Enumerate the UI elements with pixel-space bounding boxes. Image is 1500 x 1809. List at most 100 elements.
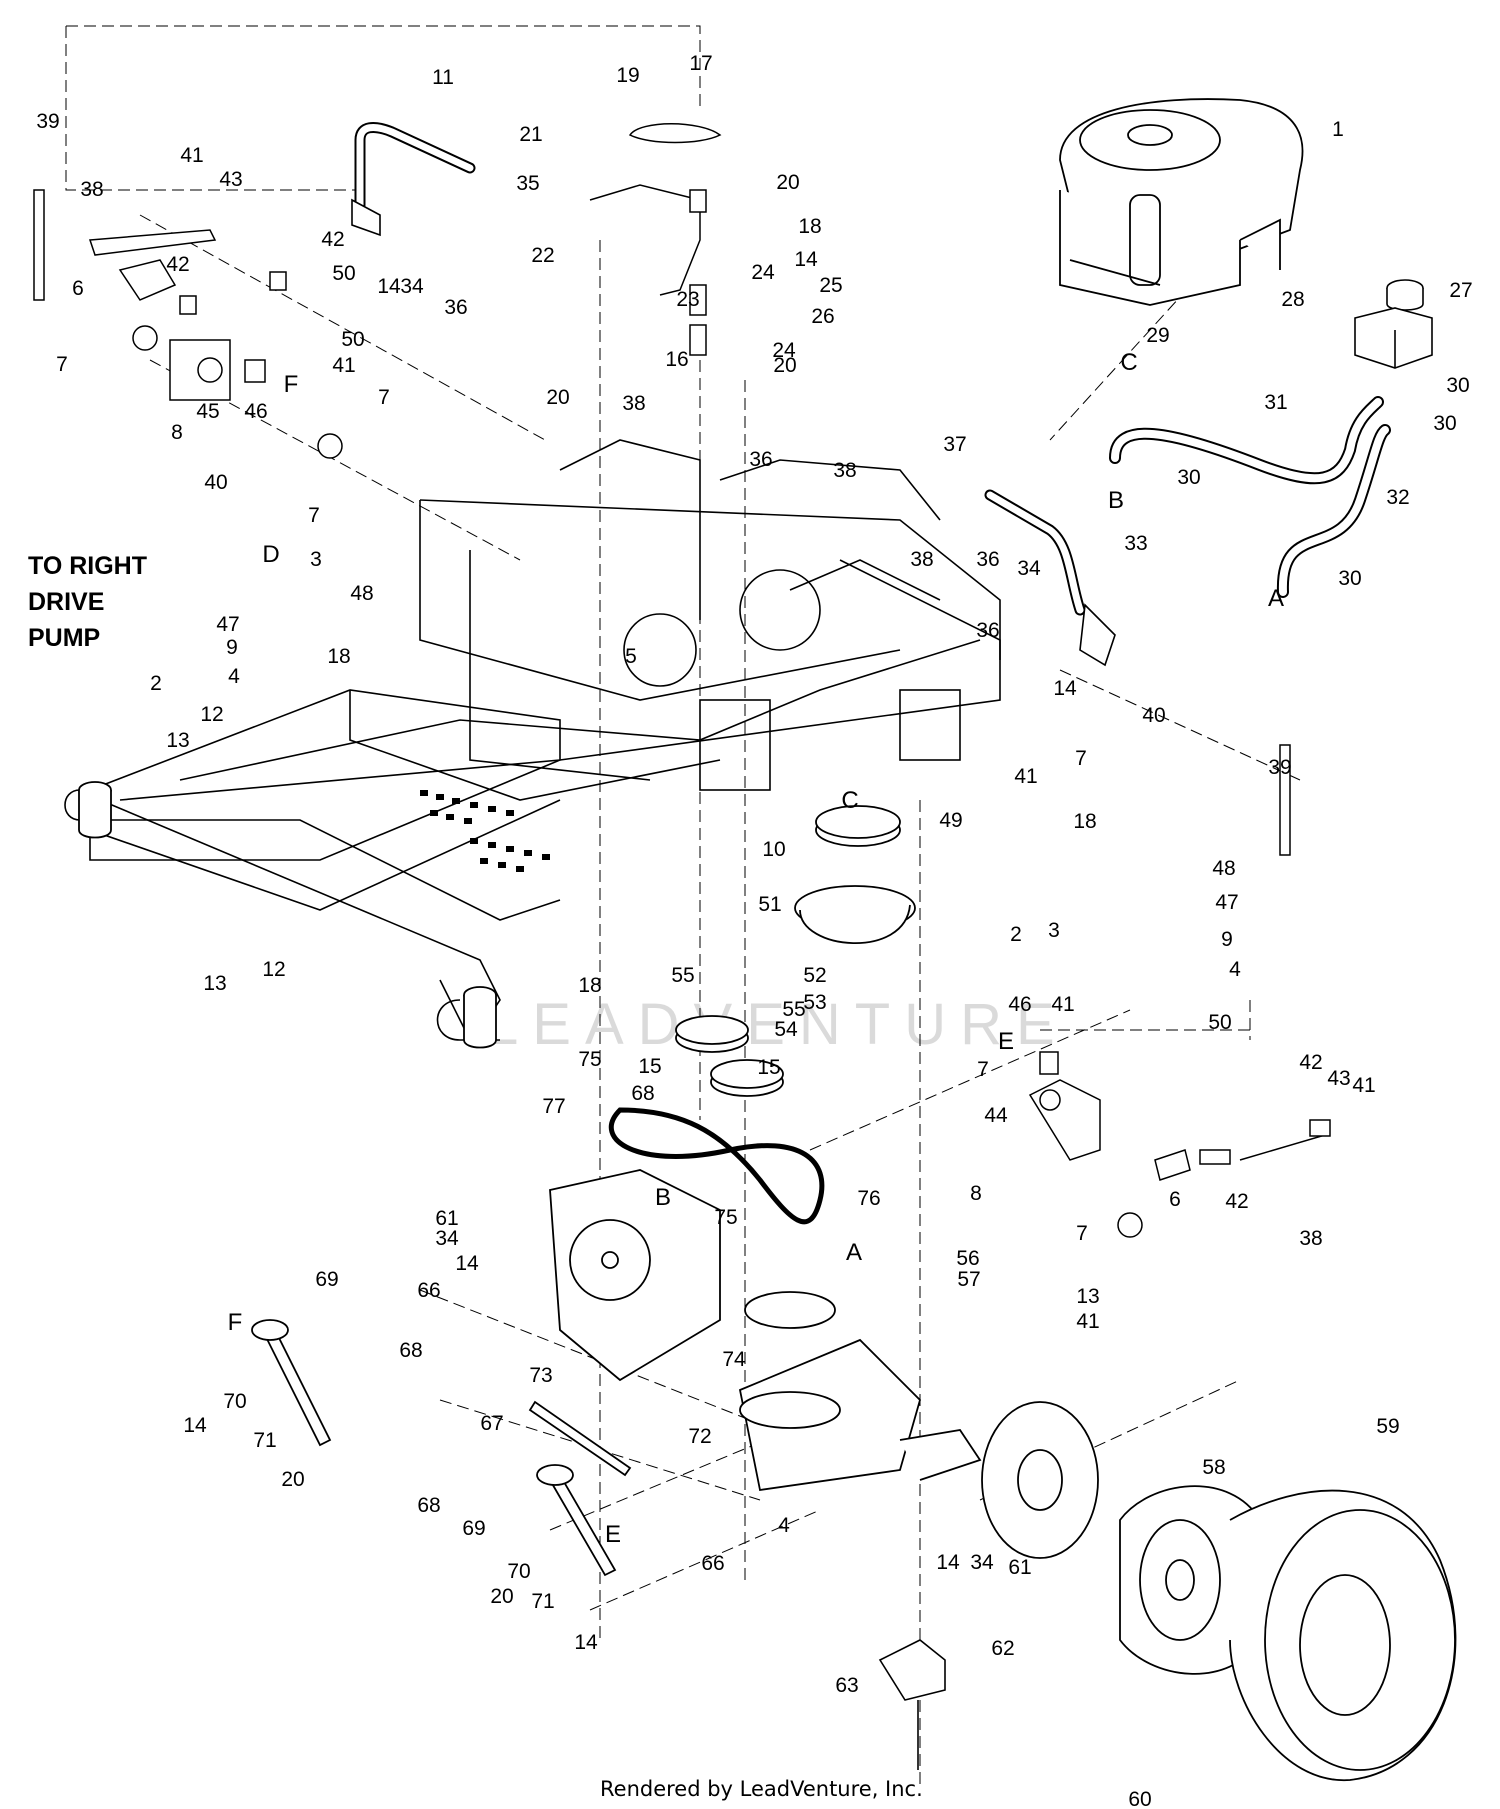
callout-39: 39 — [1268, 756, 1291, 779]
callout-73: 73 — [529, 1364, 552, 1387]
callout-70: 70 — [507, 1560, 530, 1583]
mount-bracket — [878, 1639, 946, 1770]
callout-34: 34 — [400, 275, 424, 298]
callout-12: 12 — [262, 958, 285, 981]
callout-14: 14 — [794, 248, 818, 271]
callout-41: 41 — [1352, 1074, 1375, 1097]
callout-48: 48 — [1212, 857, 1235, 880]
callout-27: 27 — [1449, 279, 1472, 302]
callout-36: 36 — [976, 548, 999, 571]
callout-37: 37 — [943, 433, 966, 456]
callout-41: 41 — [1076, 1310, 1099, 1333]
pulleys — [675, 805, 916, 1097]
chassis-frame — [64, 439, 1001, 1041]
callout-18: 18 — [798, 215, 821, 238]
marker-b: B — [1108, 487, 1124, 514]
callout-24: 24 — [751, 261, 775, 284]
callout-71: 71 — [253, 1429, 276, 1452]
caster-tubes — [78, 781, 497, 1049]
control-rods — [251, 1319, 632, 1577]
frame-perforations — [420, 790, 550, 872]
callout-30: 30 — [1338, 567, 1361, 590]
callout-31: 31 — [1264, 391, 1287, 414]
callout-23: 23 — [676, 288, 699, 311]
callout-72: 72 — [688, 1425, 711, 1448]
callout-18: 18 — [327, 645, 350, 668]
callout-54: 54 — [774, 1018, 798, 1041]
callout-58: 58 — [1202, 1456, 1225, 1479]
marker-b: B — [655, 1184, 671, 1211]
callout-47: 47 — [216, 613, 239, 636]
callout-68: 68 — [631, 1082, 654, 1105]
callout-41: 41 — [332, 354, 355, 377]
callout-75: 75 — [714, 1206, 737, 1229]
marker-f: F — [228, 1309, 243, 1336]
callout-3: 3 — [1048, 919, 1060, 942]
callout-76: 76 — [857, 1187, 880, 1210]
callout-22: 22 — [531, 244, 554, 267]
callout-50: 50 — [341, 328, 364, 351]
callout-30: 30 — [1177, 466, 1200, 489]
callout-30: 30 — [1433, 412, 1456, 435]
side-note-line-1: TO RIGHT — [28, 552, 147, 580]
callout-56: 56 — [956, 1247, 979, 1270]
callout-36: 36 — [444, 296, 467, 319]
side-note: TO RIGHT DRIVE PUMP — [28, 552, 147, 652]
callout-52: 52 — [803, 964, 826, 987]
callout-34: 34 — [435, 1227, 459, 1250]
callout-57: 57 — [957, 1268, 980, 1291]
callout-4: 4 — [778, 1514, 790, 1537]
callout-38: 38 — [1299, 1227, 1322, 1250]
side-note-line-3: PUMP — [28, 624, 100, 652]
callout-39: 39 — [36, 110, 59, 133]
callout-61: 61 — [1008, 1556, 1031, 1579]
callout-9: 9 — [1221, 928, 1233, 951]
callout-40: 40 — [1142, 704, 1165, 727]
callout-67: 67 — [480, 1412, 503, 1435]
callout-14: 14 — [574, 1631, 598, 1654]
callout-74: 74 — [722, 1348, 746, 1371]
callout-34: 34 — [1017, 557, 1041, 580]
callout-61: 61 — [435, 1207, 458, 1230]
callout-45: 45 — [196, 400, 219, 423]
callout-6: 6 — [72, 277, 84, 300]
callout-66: 66 — [417, 1279, 440, 1302]
callout-36: 36 — [976, 619, 999, 642]
callout-50: 50 — [1208, 1011, 1231, 1034]
callout-71: 71 — [531, 1590, 554, 1613]
callout-21: 21 — [519, 123, 542, 146]
callout-25: 25 — [819, 274, 842, 297]
callout-13: 13 — [1076, 1285, 1099, 1308]
callout-9: 9 — [226, 636, 238, 659]
callout-47: 47 — [1215, 891, 1238, 914]
marker-c: C — [1120, 349, 1137, 376]
callout-14: 14 — [183, 1414, 207, 1437]
callout-16: 16 — [665, 348, 688, 371]
callout-7: 7 — [977, 1058, 989, 1081]
callout-8: 8 — [171, 421, 183, 444]
callout-69: 69 — [462, 1517, 485, 1540]
callout-11: 11 — [432, 66, 454, 89]
transaxles — [549, 1169, 982, 1492]
callout-1: 1 — [1332, 118, 1344, 141]
callout-15: 15 — [757, 1056, 780, 1079]
callout-36: 36 — [749, 448, 772, 471]
right-linkage — [1028, 1051, 1331, 1238]
callout-38: 38 — [910, 548, 933, 571]
callout-20: 20 — [546, 386, 569, 409]
callout-77: 77 — [542, 1095, 565, 1118]
callout-48: 48 — [350, 582, 373, 605]
callout-20: 20 — [773, 354, 796, 377]
steering-levers — [354, 122, 1086, 616]
callout-55: 55 — [782, 998, 805, 1021]
callout-35: 35 — [516, 172, 539, 195]
callout-6: 6 — [1169, 1188, 1181, 1211]
callout-44: 44 — [984, 1104, 1008, 1127]
marker-a: A — [1268, 585, 1284, 612]
callout-7: 7 — [56, 353, 68, 376]
callout-68: 68 — [399, 1339, 422, 1362]
callout-24: 24 — [772, 339, 796, 362]
